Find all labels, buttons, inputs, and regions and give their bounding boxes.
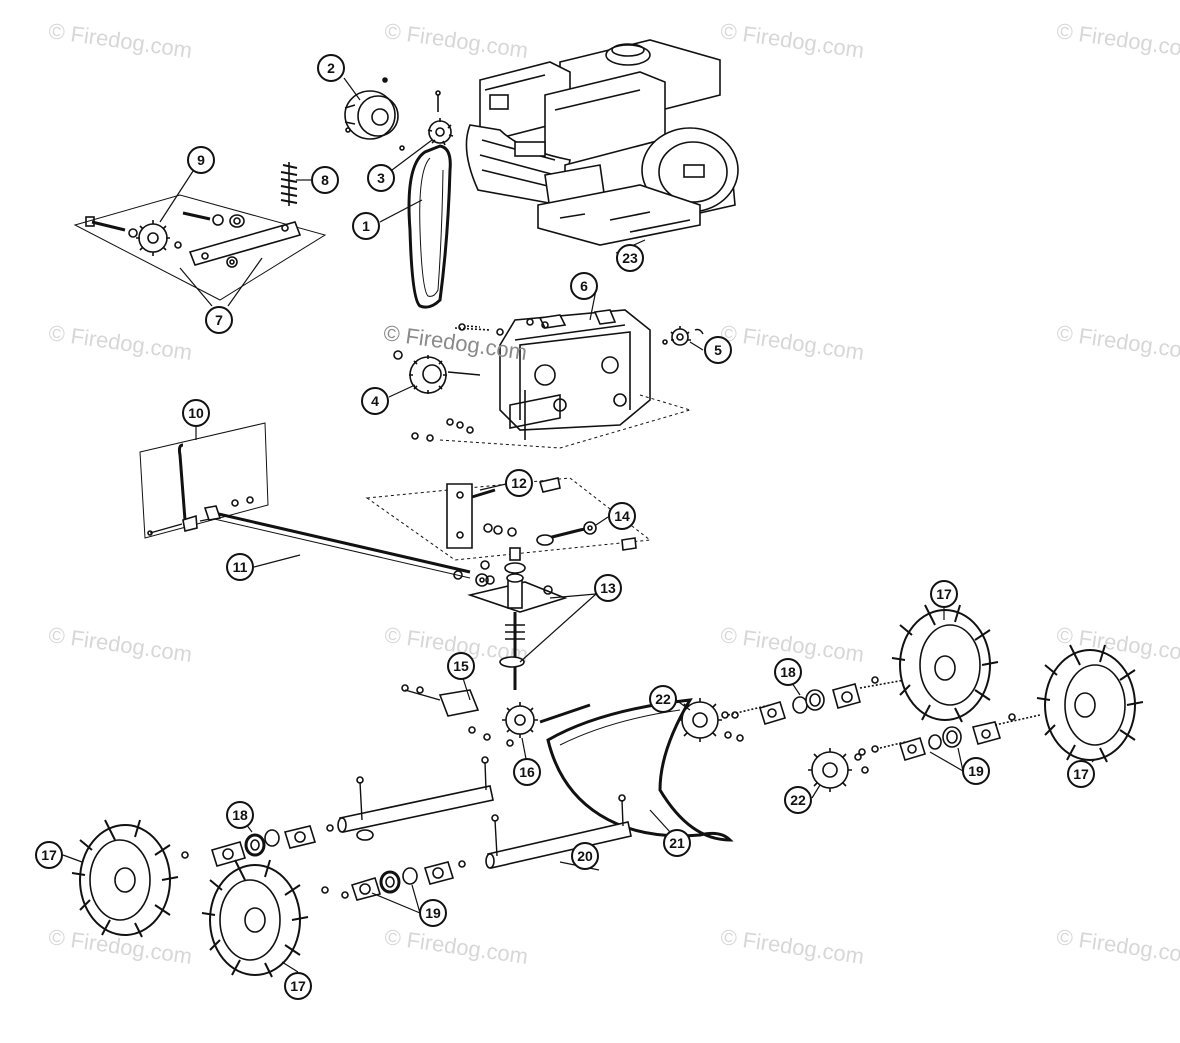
idler-assembly (401, 684, 591, 747)
callout-4: 4 (361, 387, 389, 415)
callout-9: 9 (187, 146, 215, 174)
bearings-right-lower (858, 713, 1041, 761)
callout-15: 15 (447, 652, 475, 680)
callout-14: 14 (608, 502, 636, 530)
engine-sprocket (399, 90, 454, 151)
callout-23: 23 (616, 244, 644, 272)
shift-lever (139, 422, 269, 539)
callout-17: 17 (284, 972, 312, 1000)
engine (465, 39, 739, 246)
axle-sprocket-upper (678, 698, 744, 742)
shift-fork (467, 547, 568, 690)
input-sprocket (662, 326, 704, 346)
shift-bracket (365, 477, 652, 561)
axle-sprocket-lower (808, 748, 869, 792)
wheel-right-lower (1036, 644, 1144, 763)
wheel-right-upper (891, 604, 999, 723)
bearings-right-upper (727, 676, 906, 725)
clutch-assembly (73, 162, 327, 301)
callout-17: 17 (930, 580, 958, 608)
drive-belt (407, 144, 452, 309)
drive-pulley (344, 77, 399, 140)
callout-2: 2 (317, 54, 345, 82)
callout-22: 22 (649, 685, 677, 713)
callout-5: 5 (704, 336, 732, 364)
callout-13: 13 (594, 574, 622, 602)
callout-20: 20 (571, 842, 599, 870)
shift-rod (203, 505, 489, 587)
callout-17: 17 (35, 841, 63, 869)
callout-21: 21 (663, 829, 691, 857)
callout-12: 12 (505, 469, 533, 497)
callout-18: 18 (774, 658, 802, 686)
callout-19: 19 (962, 757, 990, 785)
axle-upper-left (337, 756, 494, 841)
bearings-left-lower (321, 860, 466, 901)
callout-18: 18 (226, 801, 254, 829)
gearbox (411, 309, 691, 449)
callout-6: 6 (570, 272, 598, 300)
callout-22: 22 (784, 786, 812, 814)
wheel-left-lower (201, 859, 309, 978)
callout-1: 1 (352, 212, 380, 240)
callout-10: 10 (182, 399, 210, 427)
bearings-left-upper (181, 824, 334, 867)
callout-8: 8 (311, 166, 339, 194)
callout-17: 17 (1067, 760, 1095, 788)
wheel-left-upper (71, 819, 179, 938)
axle-lower-left (485, 794, 632, 869)
callout-11: 11 (226, 553, 254, 581)
callout-7: 7 (205, 306, 233, 334)
callout-3: 3 (367, 164, 395, 192)
callout-19: 19 (419, 899, 447, 927)
callout-16: 16 (513, 758, 541, 786)
gearbox-sprocket (393, 350, 481, 394)
